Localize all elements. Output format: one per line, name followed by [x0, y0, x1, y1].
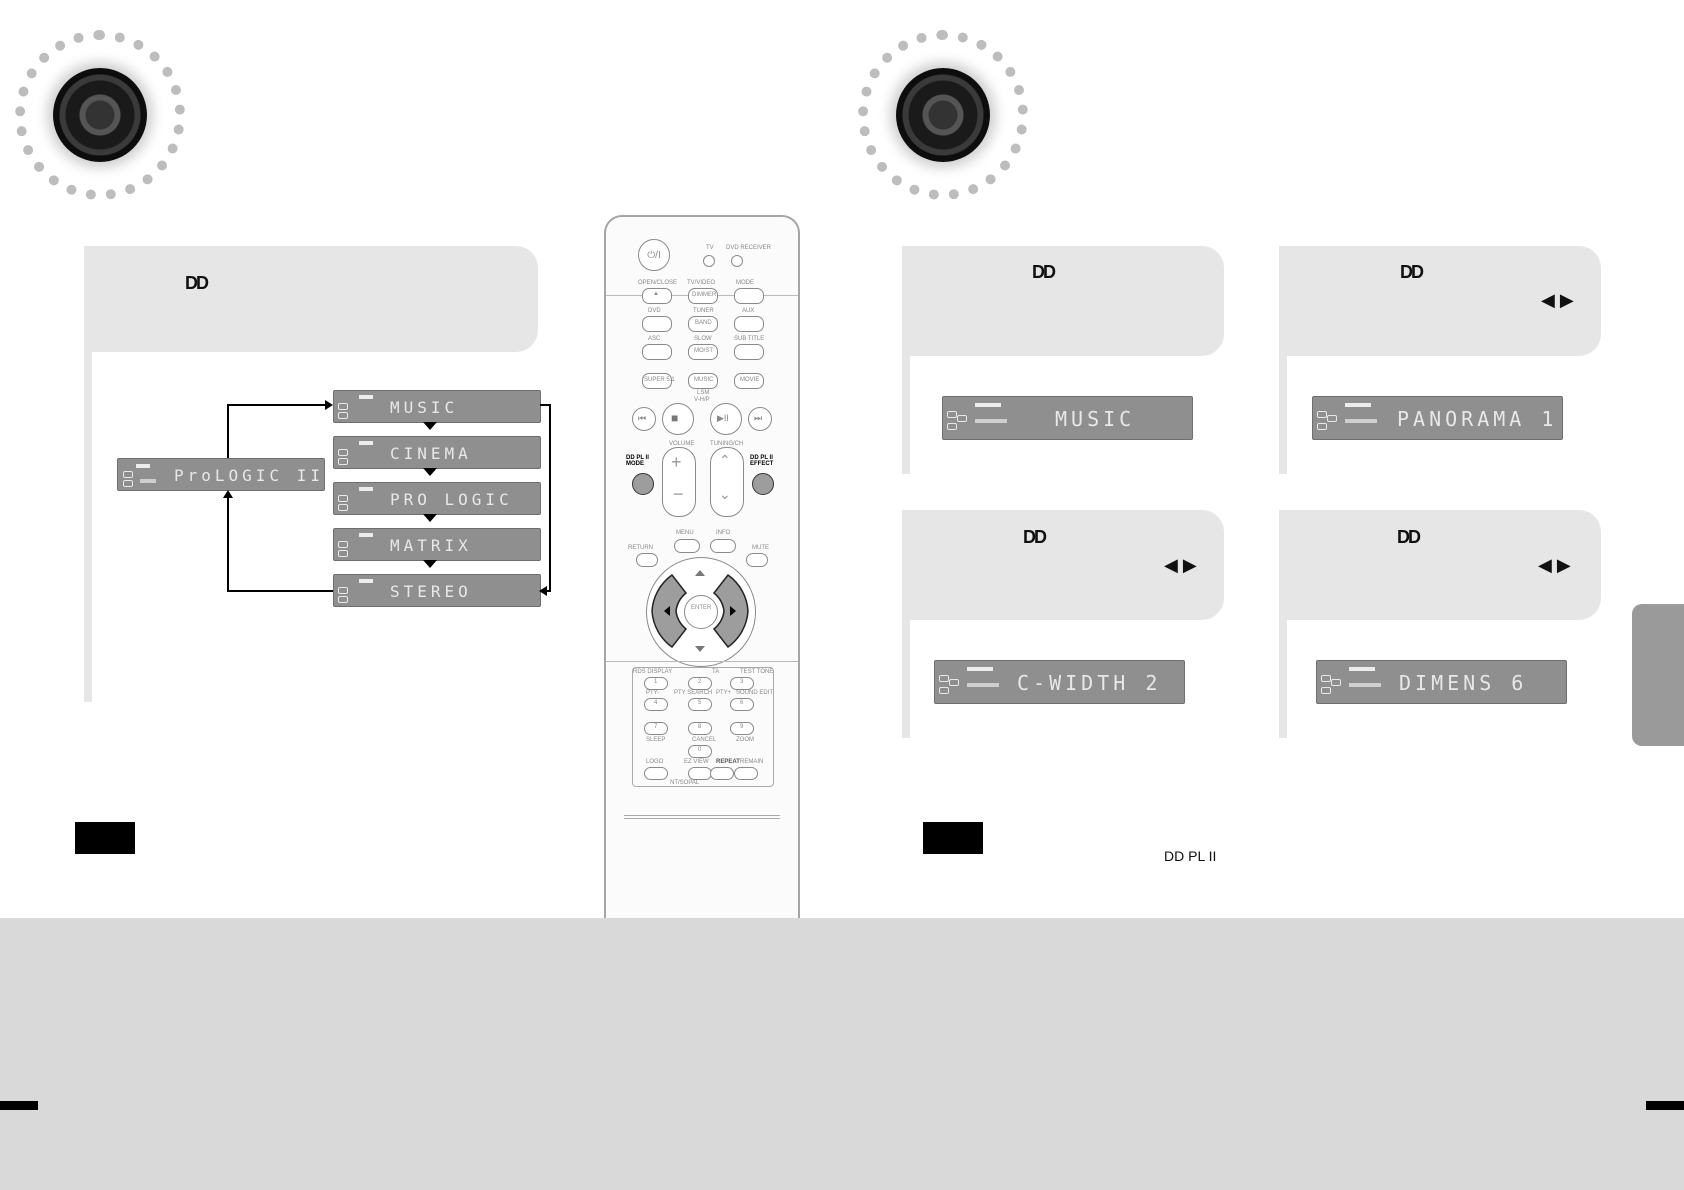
return-button[interactable] [636, 553, 658, 567]
display-prologic: ProLOGIC II [117, 458, 325, 491]
display-mode-cinema: CINEMA [333, 436, 541, 469]
step-panel-music [902, 246, 1224, 356]
panel-rule-music [902, 356, 910, 474]
display-text: ProLOGIC II [174, 466, 324, 485]
info-button[interactable] [710, 539, 736, 553]
pl2-mode-button[interactable] [632, 473, 654, 495]
volume-rocker[interactable]: + − [662, 447, 696, 517]
repeat-button[interactable] [710, 767, 734, 780]
step-panel-dimension [1279, 510, 1601, 620]
num-2-button[interactable]: 2 [688, 677, 712, 690]
super51-button[interactable]: SUPER 5.1 [642, 373, 675, 389]
page-marker-left [0, 1101, 38, 1110]
pl2-effect-button[interactable] [752, 473, 774, 495]
step-panel-panorama [1279, 246, 1601, 356]
panel-rule-center-width [902, 620, 910, 738]
step-panel-center-width [902, 510, 1224, 620]
page-marker-right [1646, 1101, 1684, 1110]
open-close-button[interactable]: ▲ [642, 288, 672, 304]
dimmer-button[interactable]: DIMMER [688, 288, 718, 304]
display-panorama: PANORAMA 1 [1312, 396, 1563, 440]
display-dimension: DIMENS 6 [1316, 660, 1567, 704]
nav-left-right-highlight [651, 570, 749, 652]
display-mode-matrix: MATRIX [333, 528, 541, 561]
left-right-arrow-icon: ◀ ▶ [1164, 555, 1197, 575]
tuner-band-button[interactable]: BAND [688, 316, 718, 332]
panel-rule-dimension [1279, 620, 1287, 738]
panel-rule-left [84, 352, 92, 702]
note-box-left [75, 822, 135, 854]
speaker-graphic-left [15, 30, 185, 200]
dolby-icon: DD [1397, 527, 1421, 547]
mute-button[interactable] [746, 553, 768, 567]
power-button[interactable]: ⏻/I [638, 239, 670, 271]
dvd-button[interactable] [642, 316, 672, 332]
dolby-icon: DD [1400, 262, 1424, 282]
flow-arrows [223, 400, 551, 596]
dolby-icon: DD [1032, 262, 1056, 282]
dolby-icon: DD [1023, 527, 1047, 547]
num-0-button[interactable]: 0 [688, 745, 712, 758]
left-right-arrow-icon: ◀ ▶ [1541, 290, 1574, 310]
remain-button[interactable] [734, 767, 758, 780]
display-mode-prologic: PRO LOGIC [333, 482, 541, 515]
lsm-music-button[interactable]: MUSIC [688, 373, 718, 389]
num-3-button[interactable]: 3 [730, 677, 754, 690]
num-5-button[interactable]: 5 [688, 698, 712, 711]
menu-button[interactable] [674, 539, 700, 553]
skip-forward-button[interactable]: ⏭ [748, 407, 772, 431]
num-4-button[interactable]: 4 [644, 698, 668, 711]
display-mode-stereo: STEREO [333, 574, 541, 607]
step-panel-left [84, 246, 538, 352]
display-music: MUSIC [942, 396, 1193, 440]
num-7-button[interactable]: 7 [644, 722, 668, 735]
left-right-arrow-icon: ◀ ▶ [1538, 555, 1571, 575]
num-1-button[interactable]: 1 [644, 677, 668, 690]
note-box-right [923, 822, 983, 854]
subtitle-button[interactable] [734, 344, 764, 360]
aux-button[interactable] [734, 316, 764, 332]
stop-button[interactable]: ■ [662, 403, 694, 435]
display-mode-music: MUSIC [333, 390, 541, 423]
tuning-rocker[interactable]: ⌃ ⌄ [710, 447, 744, 517]
asc-button[interactable] [642, 344, 672, 360]
tv-mode-button[interactable] [703, 255, 715, 267]
dolby-pl2-label: DD PL II [1164, 848, 1217, 864]
number-pad-area [632, 667, 774, 787]
lsm-movie-button[interactable]: MOVIE [734, 373, 764, 389]
play-pause-button[interactable]: ▶II [710, 403, 742, 435]
display-center-width: C-WIDTH 2 [934, 660, 1185, 704]
logo-button[interactable] [644, 767, 668, 780]
dvd-receiver-mode-button[interactable] [731, 255, 743, 267]
panel-rule-panorama [1279, 356, 1287, 474]
slow-mo-st-button[interactable]: MO/ST [688, 344, 718, 360]
dolby-icon: DD [185, 273, 209, 293]
num-9-button[interactable]: 9 [730, 722, 754, 735]
bottom-band [0, 918, 1684, 1190]
chapter-side-tab [1632, 604, 1684, 746]
num-8-button[interactable]: 8 [688, 722, 712, 735]
num-6-button[interactable]: 6 [730, 698, 754, 711]
skip-back-button[interactable]: ⏮ [632, 407, 656, 431]
speaker-graphic-right [858, 30, 1028, 200]
enter-button[interactable]: ENTER [684, 595, 718, 629]
remote-control: ⏻/I TV DVD RECEIVER OPEN/CLOSE TV/VIDEO … [604, 215, 800, 945]
ez-view-button[interactable] [688, 767, 712, 780]
mode-button[interactable] [734, 288, 764, 304]
